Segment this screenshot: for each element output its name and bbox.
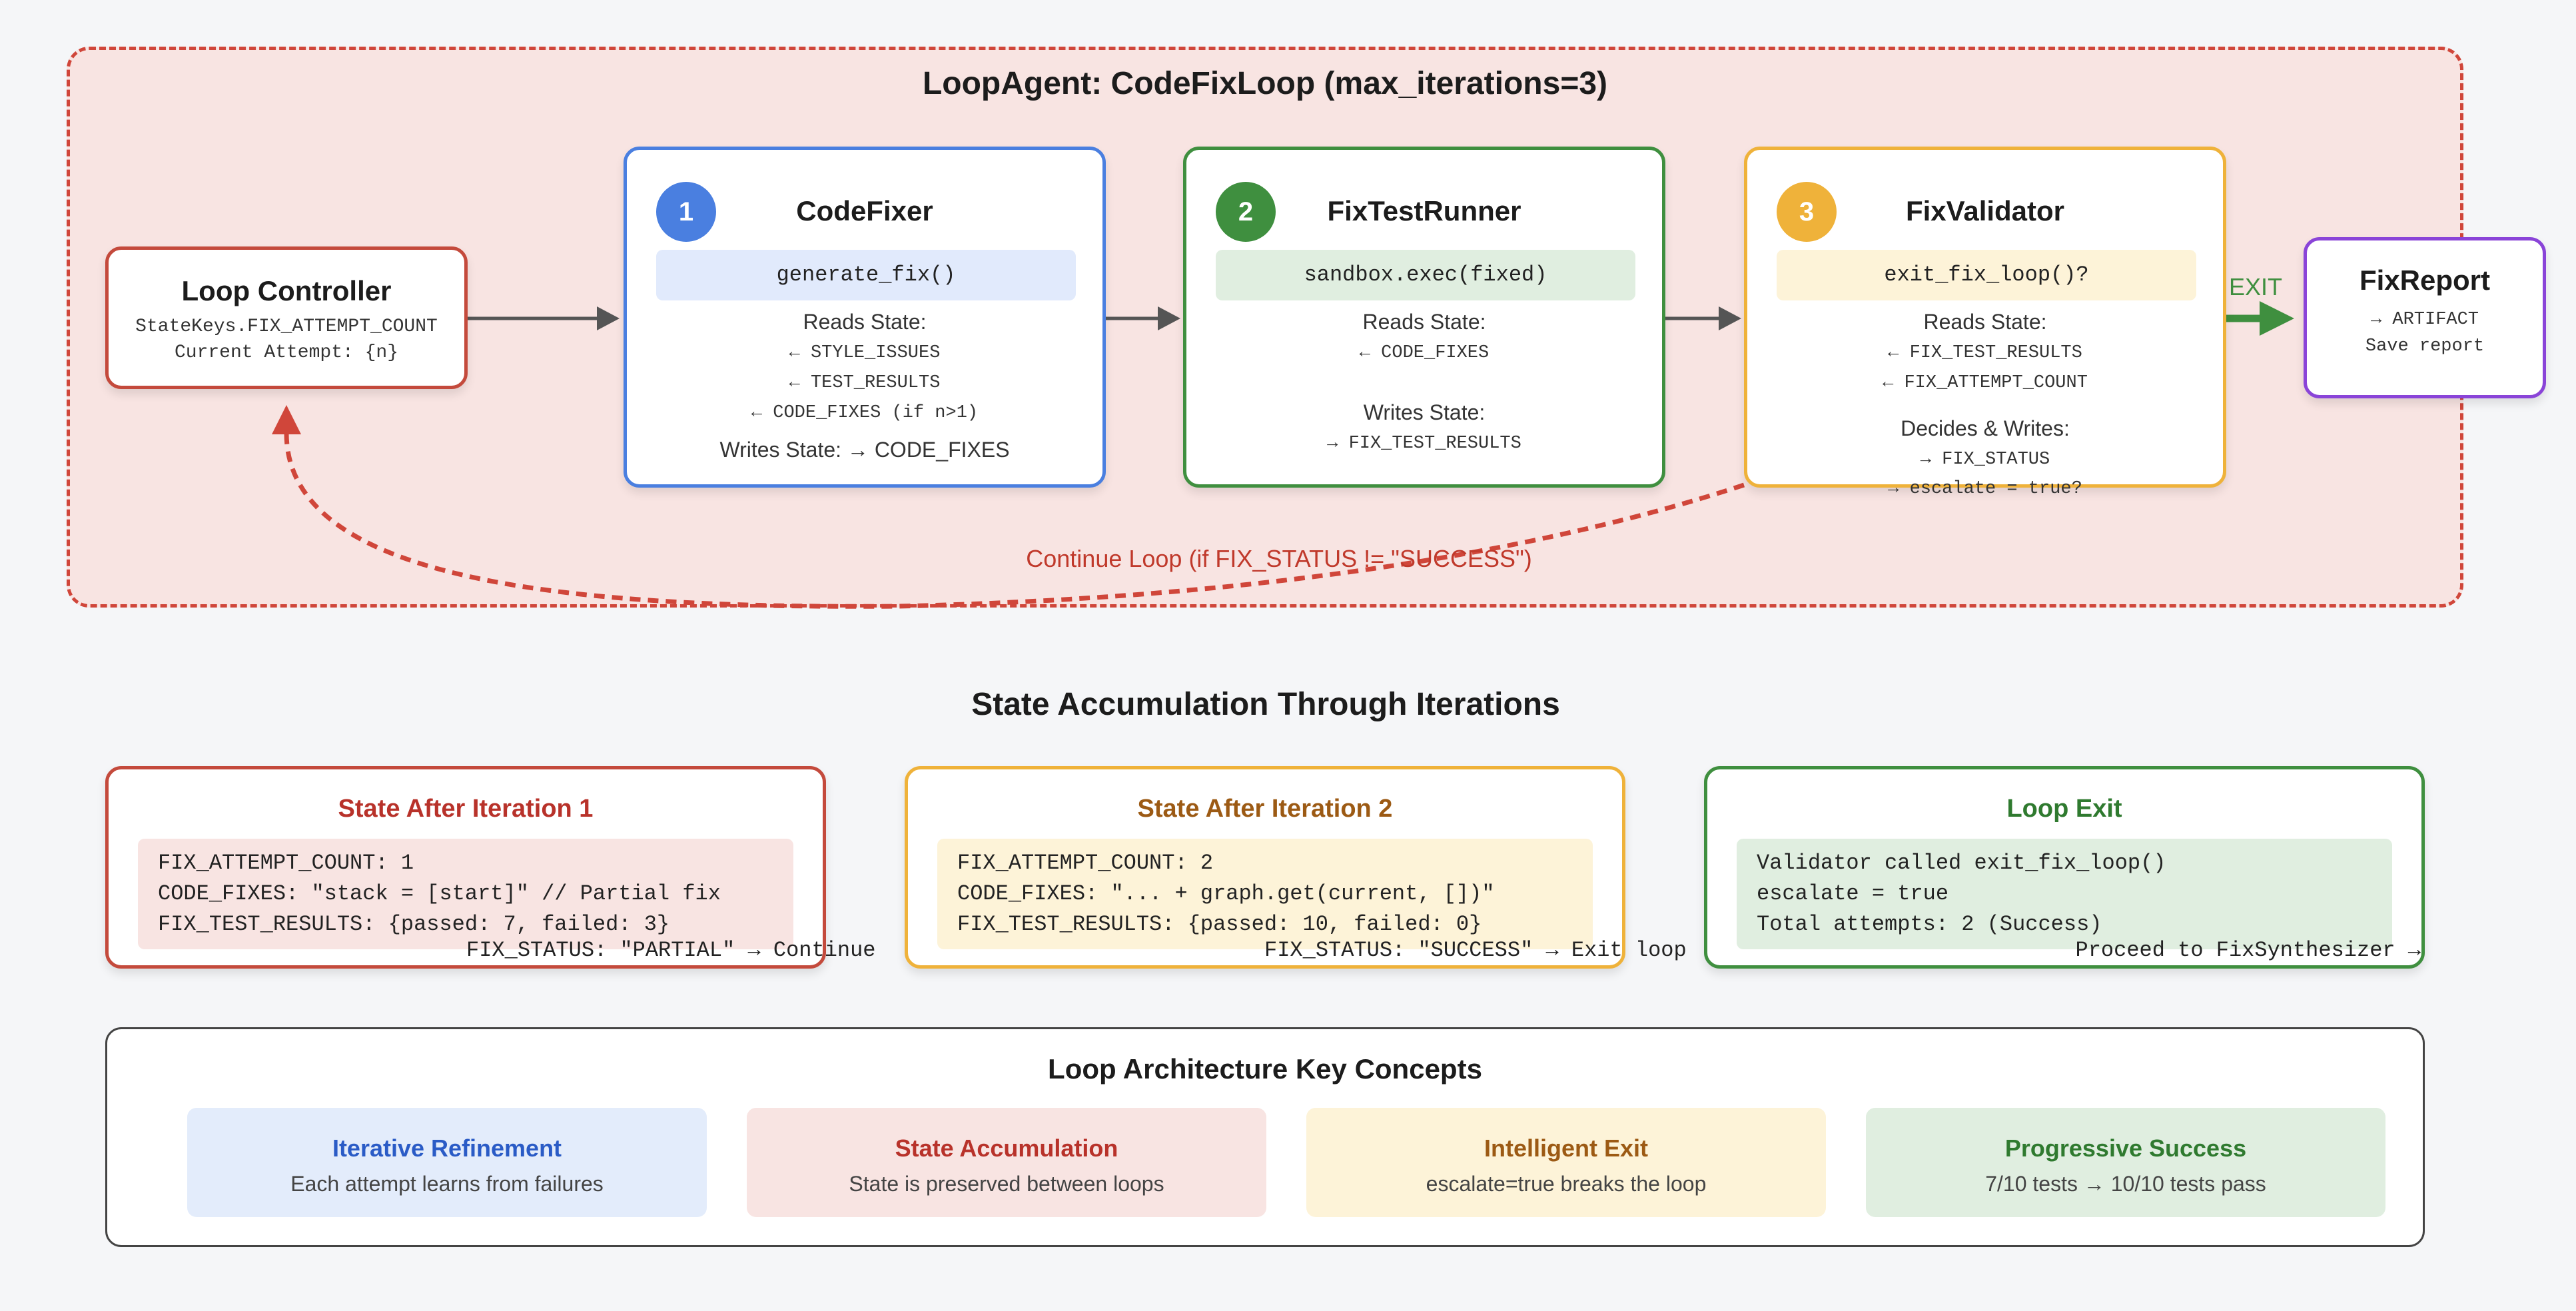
arrow-head-1 <box>597 306 620 330</box>
fixtestrunner-card: 2 FixTestRunner sandbox.exec(fixed) Read… <box>1183 147 1665 488</box>
state-footer-iteration-2: FIX_STATUS: "SUCCESS" → Exit loop <box>1264 938 1687 963</box>
fixtestrunner-writes-label: Writes State: <box>1363 400 1486 424</box>
fixreport-save: Save report <box>2365 336 2485 356</box>
state-code-block: FIX_ATTEMPT_COUNT: 2 CODE_FIXES: "... + g… <box>937 839 1593 949</box>
arrow-exit-head <box>2260 301 2294 336</box>
fixvalidator-title: FixValidator <box>1905 195 2065 226</box>
state-footer-iteration-1: FIX_STATUS: "PARTIAL" → Continue ↓ <box>466 938 891 963</box>
state-card-title: Loop Exit <box>2006 795 2122 823</box>
state-card-title: State After Iteration 1 <box>338 795 594 823</box>
continue-loop-label: Continue Loop (if FIX_STATUS != "SUCCESS… <box>1026 545 1532 572</box>
step-badge-2: 2 <box>1216 182 1276 242</box>
concepts-panel: Loop Architecture Key Concepts Iterative… <box>105 1027 2425 1247</box>
arrow-head-2 <box>1158 306 1180 330</box>
loop-controller-title: Loop Controller <box>181 275 392 306</box>
concept-title: State Accumulation <box>895 1134 1118 1162</box>
state-card-title: State After Iteration 2 <box>1137 795 1393 823</box>
codefixer-writes: Writes State: → CODE_FIXES <box>719 438 1010 462</box>
concept-state-accumulation: State Accumulation State is preserved be… <box>747 1108 1266 1217</box>
step-badge-1: 1 <box>656 182 716 242</box>
state-card-loop-exit: Loop Exit Validator called exit_fix_loop… <box>1704 766 2425 969</box>
state-line: Validator called exit_fix_loop() <box>1757 851 2166 875</box>
fixvalidator-read-item: ← FIX_TEST_RESULTS <box>1888 343 2082 363</box>
concept-desc: escalate=true breaks the loop <box>1426 1172 1707 1196</box>
loop-controller-card: Loop Controller StateKeys.FIX_ATTEMPT_CO… <box>105 246 468 389</box>
concept-intelligent-exit: Intelligent Exit escalate=true breaks th… <box>1306 1108 1826 1217</box>
fixvalidator-decide-item: → escalate = true? <box>1888 479 2082 499</box>
fixvalidator-decide-item: → FIX_STATUS <box>1920 450 2050 470</box>
codefixer-reads-label: Reads State: <box>803 310 927 334</box>
state-line: FIX_ATTEMPT_COUNT: 1 <box>158 851 414 875</box>
state-line: FIX_TEST_RESULTS: {passed: 10, failed: 0… <box>957 912 1482 937</box>
fixtestrunner-call: sandbox.exec(fixed) <box>1216 250 1635 300</box>
state-card-iteration-1: State After Iteration 1 FIX_ATTEMPT_COUN… <box>105 766 826 969</box>
state-card-iteration-2: State After Iteration 2 FIX_ATTEMPT_COUN… <box>905 766 1625 969</box>
concept-title: Iterative Refinement <box>332 1134 562 1162</box>
codefixer-read-item: ← CODE_FIXES (if n>1) <box>751 403 979 423</box>
concept-title: Progressive Success <box>2004 1134 2247 1162</box>
fixtestrunner-reads-label: Reads State: <box>1362 310 1486 334</box>
concept-title: Intelligent Exit <box>1484 1134 1649 1162</box>
state-line: CODE_FIXES: "stack = [start]" // Partial… <box>158 881 721 906</box>
fixvalidator-reads-label: Reads State: <box>1923 310 2047 334</box>
fixreport-title: FixReport <box>2359 264 2490 296</box>
codefixer-card: 1 CodeFixer generate_fix() Reads State: … <box>624 147 1106 488</box>
state-section-title: State Accumulation Through Iterations <box>971 687 1560 722</box>
codefixer-read-item: ← TEST_RESULTS <box>789 373 941 393</box>
codefixer-read-item: ← STYLE_ISSUES <box>789 343 941 363</box>
arrow-head-3 <box>1719 306 1741 330</box>
fixvalidator-decides-label: Decides & Writes: <box>1901 416 2070 440</box>
concept-iterative-refinement: Iterative Refinement Each attempt learns… <box>187 1108 707 1217</box>
continue-loop-path <box>284 432 1745 609</box>
continue-loop-head <box>272 405 301 434</box>
step-badge-3: 3 <box>1777 182 1837 242</box>
loop-controller-state-key: StateKeys.FIX_ATTEMPT_COUNT <box>135 316 438 337</box>
fixtestrunner-write-item: → FIX_TEST_RESULTS <box>1327 434 1521 454</box>
fixtestrunner-read-item: ← CODE_FIXES <box>1359 343 1490 363</box>
state-code-block: FIX_ATTEMPT_COUNT: 1 CODE_FIXES: "stack =… <box>138 839 793 949</box>
fixreport-card: FixReport → ARTIFACT Save report <box>2304 237 2546 398</box>
fixvalidator-card: 3 FixValidator exit_fix_loop()? Reads St… <box>1744 147 2226 499</box>
concept-progressive-success: Progressive Success 7/10 tests → 10/10 t… <box>1866 1108 2385 1217</box>
state-line: CODE_FIXES: "... + graph.get(current, []… <box>957 881 1495 906</box>
state-line: Total attempts: 2 (Success) <box>1757 912 2102 937</box>
state-line: FIX_TEST_RESULTS: {passed: 7, failed: 3} <box>158 912 670 937</box>
codefixer-title: CodeFixer <box>796 195 933 226</box>
concepts-title: Loop Architecture Key Concepts <box>1048 1053 1482 1085</box>
exit-label: EXIT <box>2229 273 2283 300</box>
concept-desc: 7/10 tests → 10/10 tests pass <box>1985 1172 2266 1196</box>
concept-desc: State is preserved between loops <box>849 1172 1164 1196</box>
state-line: escalate = true <box>1757 881 1949 906</box>
fixvalidator-call: exit_fix_loop()? <box>1777 250 2196 300</box>
fixtestrunner-title: FixTestRunner <box>1327 195 1521 226</box>
codefixer-call: generate_fix() <box>656 250 1076 300</box>
fixreport-artifact: → ARTIFACT <box>2370 310 2479 330</box>
loop-title: LoopAgent: CodeFixLoop (max_iterations=3… <box>922 66 1608 101</box>
fixvalidator-read-item: ← FIX_ATTEMPT_COUNT <box>1883 373 2088 393</box>
loop-controller-attempt: Current Attempt: {n} <box>174 342 399 363</box>
state-footer-loop-exit: Proceed to FixSynthesizer → <box>2075 938 2421 963</box>
state-line: FIX_ATTEMPT_COUNT: 2 <box>957 851 1214 875</box>
state-code-block: Validator called exit_fix_loop() escalate… <box>1737 839 2392 949</box>
concept-desc: Each attempt learns from failures <box>290 1172 604 1196</box>
